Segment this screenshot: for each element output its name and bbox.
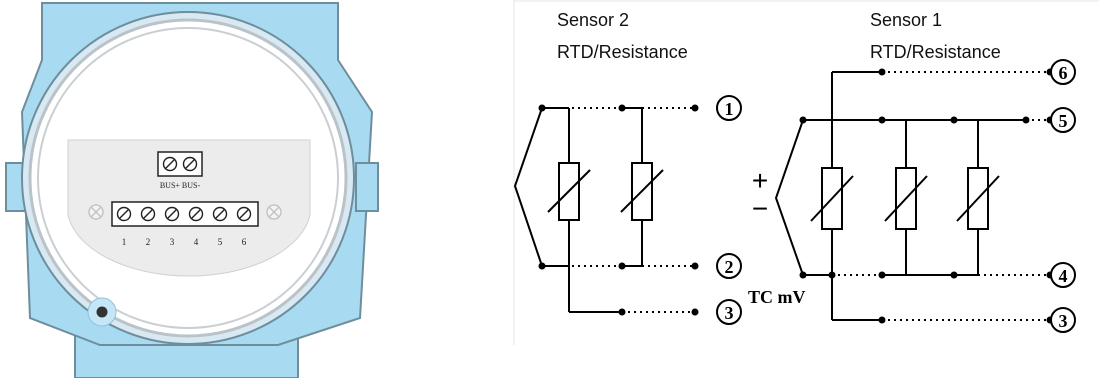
mounting-screw-icon bbox=[88, 204, 104, 220]
terminal-3-right: 3 bbox=[1050, 307, 1076, 333]
sensor1-dotted-wires bbox=[803, 71, 1050, 321]
bus-label: BUS+ BUS- bbox=[160, 181, 201, 190]
sensor1-circuit bbox=[774, 71, 1026, 321]
terminal-4: 4 bbox=[1050, 262, 1076, 288]
tc-mv-label: TC mV bbox=[748, 287, 806, 307]
junction-dots bbox=[538, 104, 699, 316]
rtd-resistor-icon bbox=[620, 162, 664, 221]
terminal-number-2: 2 bbox=[146, 237, 151, 247]
sensor1-title: Sensor 1 bbox=[870, 10, 942, 30]
terminal-5: 5 bbox=[1050, 107, 1076, 133]
mounting-screw-icon bbox=[266, 204, 282, 220]
bus-screw-icons bbox=[162, 156, 198, 172]
screw-terminal-icon bbox=[140, 206, 156, 222]
housing-ear-right bbox=[355, 162, 379, 212]
terminal-3: 3 bbox=[716, 299, 742, 325]
sensor2-dotted-wires bbox=[542, 107, 695, 313]
svg-text:4: 4 bbox=[1059, 266, 1068, 286]
terminal-number-3: 3 bbox=[170, 237, 175, 247]
svg-text:3: 3 bbox=[1059, 311, 1068, 331]
screw-terminal-icon bbox=[116, 206, 132, 222]
svg-text:2: 2 bbox=[725, 257, 734, 277]
rtd-resistor-icon bbox=[547, 162, 591, 221]
polarity-minus: − bbox=[752, 193, 768, 224]
sensor2-subtitle: RTD/Resistance bbox=[557, 42, 688, 62]
terminal-numbers: 1 2 3 4 5 6 bbox=[122, 237, 247, 247]
terminal-1: 1 bbox=[716, 95, 742, 121]
rtd-resistor-icon bbox=[884, 167, 928, 230]
terminal-number-4: 4 bbox=[194, 237, 199, 247]
screw-terminal-icon bbox=[164, 206, 180, 222]
screw-terminal-icon bbox=[212, 206, 228, 222]
rtd-resistor-icon bbox=[810, 167, 854, 230]
svg-text:1: 1 bbox=[725, 99, 734, 119]
svg-text:6: 6 bbox=[1059, 63, 1068, 83]
screw-terminal-icon bbox=[236, 206, 252, 222]
wiring-diagram: Sensor 2 RTD/Resistance Sensor 1 RTD/Res… bbox=[513, 0, 1099, 345]
led-indicator-icon bbox=[96, 306, 108, 318]
terminal-number-5: 5 bbox=[218, 237, 223, 247]
terminal-2: 2 bbox=[716, 253, 742, 279]
terminal-number-1: 1 bbox=[122, 237, 127, 247]
sensor2-title: Sensor 2 bbox=[557, 10, 629, 30]
sensor-terminal-block bbox=[111, 201, 259, 227]
svg-text:3: 3 bbox=[725, 303, 734, 323]
screw-terminal-icon bbox=[188, 206, 204, 222]
sensor1-subtitle: RTD/Resistance bbox=[870, 42, 1001, 62]
terminal-6: 6 bbox=[1050, 59, 1076, 85]
transmitter-housing-illustration: BUS+ BUS- 1 2 3 4 5 6 bbox=[5, 2, 379, 378]
rtd-resistor-icon bbox=[956, 167, 1000, 230]
terminal-number-6: 6 bbox=[242, 237, 247, 247]
svg-text:5: 5 bbox=[1059, 111, 1068, 131]
polarity-plus: + bbox=[752, 165, 768, 196]
sensor-screw-icons bbox=[116, 206, 252, 222]
